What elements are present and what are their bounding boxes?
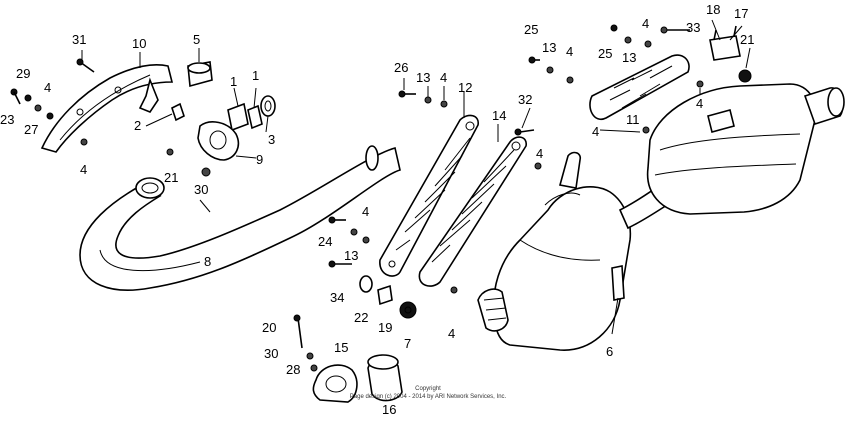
callout-13-right: 13 <box>622 50 636 65</box>
left-hardware <box>10 58 95 146</box>
callout-1-left: 1 <box>230 74 237 89</box>
callout-4-center-mid: 4 <box>536 146 543 161</box>
callout-4-center-top: 4 <box>440 70 447 85</box>
callout-2: 2 <box>134 118 141 133</box>
callout-25-center: 25 <box>524 22 538 37</box>
muffler-protector <box>589 54 690 121</box>
callout-1-right: 1 <box>252 68 259 83</box>
callout-16: 16 <box>382 402 396 417</box>
callout-23: 23 <box>0 112 14 127</box>
callout-22: 22 <box>354 310 368 325</box>
callout-30-bottom: 30 <box>264 346 278 361</box>
callout-4-right-mid: 4 <box>696 96 703 111</box>
callout-13-center-right: 13 <box>542 40 556 55</box>
lower-clamp-parts <box>293 314 403 403</box>
callout-25-right: 25 <box>598 46 612 61</box>
copyright-line-1: Copyright <box>415 386 441 392</box>
callout-20: 20 <box>262 320 276 335</box>
callout-3: 3 <box>268 132 275 147</box>
callout-15: 15 <box>334 340 348 355</box>
callout-12: 12 <box>458 80 472 95</box>
callout-26: 26 <box>394 60 408 75</box>
callout-18: 18 <box>706 2 720 17</box>
heat-shield <box>379 114 479 277</box>
callout-9: 9 <box>256 152 263 167</box>
callout-28: 28 <box>286 362 300 377</box>
callout-8: 8 <box>204 254 211 269</box>
silencer <box>618 83 845 230</box>
callout-6: 6 <box>606 344 613 359</box>
side-shield <box>418 136 527 287</box>
callout-11: 11 <box>626 112 640 127</box>
callout-32: 32 <box>518 92 532 107</box>
callout-34: 34 <box>330 290 344 305</box>
callout-14: 14 <box>492 108 506 123</box>
callout-21-right: 21 <box>740 32 754 47</box>
callout-21-left: 21 <box>164 170 178 185</box>
callout-4-center-right: 4 <box>566 44 573 59</box>
callout-4-center-lower: 4 <box>362 204 369 219</box>
callout-31: 31 <box>72 32 86 47</box>
center-hardware <box>328 56 574 319</box>
callout-24: 24 <box>318 234 332 249</box>
leader-lines <box>81 19 751 335</box>
callout-5: 5 <box>193 32 200 47</box>
callout-13-center-lower: 13 <box>344 248 358 263</box>
callout-labels: 31 10 5 1 1 29 4 23 27 2 3 9 4 21 30 8 2… <box>0 2 754 417</box>
callout-17: 17 <box>734 6 748 21</box>
callout-7: 7 <box>404 336 411 351</box>
callout-10: 10 <box>132 36 146 51</box>
exhaust-pipe <box>79 145 401 291</box>
right-hardware <box>610 24 752 134</box>
callout-4-right-top: 4 <box>642 16 649 31</box>
callout-13-center-top: 13 <box>416 70 430 85</box>
callout-4-left-upper: 4 <box>44 80 51 95</box>
callout-30-top: 30 <box>194 182 208 197</box>
callout-29: 29 <box>16 66 30 81</box>
callout-27: 27 <box>24 122 38 137</box>
callout-4-right-lower: 4 <box>592 124 599 139</box>
callout-4-left-lower: 4 <box>80 162 87 177</box>
copyright-line-2: Page design (c) 2004 - 2014 by ARI Netwo… <box>350 394 507 400</box>
copyright-notice: Copyright Page design (c) 2004 - 2014 by… <box>350 386 507 400</box>
pipe-bracket <box>40 63 174 153</box>
callout-19: 19 <box>378 320 392 335</box>
callout-4-bottom: 4 <box>448 326 455 341</box>
callout-33: 33 <box>686 20 700 35</box>
